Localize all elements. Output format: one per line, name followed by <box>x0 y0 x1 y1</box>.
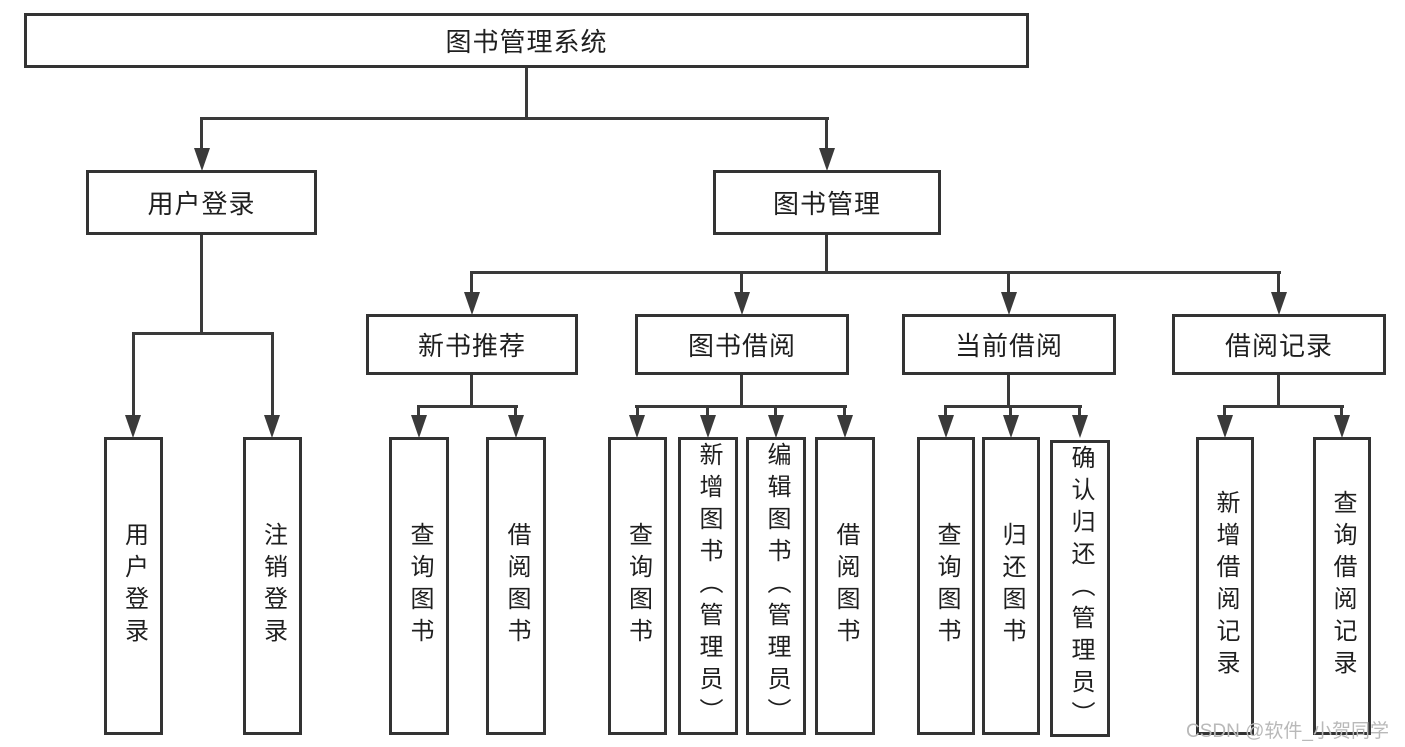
connector-stem-leaf-user-login <box>132 332 135 416</box>
connector-user-login-rail <box>132 332 274 335</box>
leaf-cb-query-book-label: 查询图书 <box>933 522 960 650</box>
leaf-br-query-record-label: 查询借阅记录 <box>1329 490 1356 682</box>
leaf-user-login-label: 用户登录 <box>120 522 148 650</box>
connector-stem-book-borrow <box>740 271 743 293</box>
arrowhead-book-management <box>819 148 835 171</box>
leaf-bb-borrow-book: 借阅图书 <box>815 437 875 735</box>
leaf-cb-confirm-return-admin-label: 确认归还（管理员） <box>1067 444 1094 733</box>
leaf-bb-add-book-admin: 新增图书（管理员） <box>678 437 738 735</box>
arrowhead-br-query <box>1334 415 1350 438</box>
leaf-cb-query-book: 查询图书 <box>917 437 975 735</box>
arrowhead-cb-query <box>938 415 954 438</box>
arrowhead-bb-query <box>629 415 645 438</box>
connector-stem-br-query <box>1340 405 1343 417</box>
connector-root-rail <box>200 117 829 120</box>
node-borrow-records: 借阅记录 <box>1172 314 1386 375</box>
leaf-cb-return-book: 归还图书 <box>982 437 1040 735</box>
connector-stem-bb-add <box>706 405 709 417</box>
leaf-bb-borrow-book-label: 借阅图书 <box>832 522 859 650</box>
arrowhead-new-book <box>464 292 480 315</box>
connector-root-stem <box>525 68 528 119</box>
leaf-logout: 注销登录 <box>243 437 302 735</box>
arrowhead-leaf-logout <box>264 415 280 438</box>
connector-stem-cb-query <box>944 405 947 417</box>
connector-stem-cb-return <box>1009 405 1012 417</box>
leaf-bb-query-book: 查询图书 <box>608 437 667 735</box>
arrowhead-current-borrow <box>1001 292 1017 315</box>
connector-book-management-rail <box>470 271 1281 274</box>
leaf-cb-return-book-label: 归还图书 <box>998 522 1025 650</box>
leaf-br-add-record: 新增借阅记录 <box>1196 437 1254 735</box>
node-root-system: 图书管理系统 <box>24 13 1029 68</box>
leaf-cb-confirm-return-admin: 确认归还（管理员） <box>1050 440 1110 737</box>
leaf-br-query-record: 查询借阅记录 <box>1313 437 1371 735</box>
connector-book-borrow-stem <box>740 375 743 407</box>
node-new-book-recommend: 新书推荐 <box>366 314 578 375</box>
leaf-bb-query-book-label: 查询图书 <box>624 522 652 650</box>
leaf-bb-add-book-admin-label: 新增图书（管理员） <box>695 442 722 730</box>
connector-user-login-stem <box>200 235 203 335</box>
leaf-nb-borrow-book: 借阅图书 <box>486 437 546 735</box>
arrowhead-bb-add <box>700 415 716 438</box>
connector-current-borrow-stem <box>1007 375 1010 407</box>
connector-stem-new-book <box>470 271 473 293</box>
node-book-management: 图书管理 <box>713 170 941 235</box>
arrowhead-cb-return <box>1003 415 1019 438</box>
leaf-nb-query-book: 查询图书 <box>389 437 449 735</box>
csdn-watermark: CSDN @软件_小贺同学 <box>1186 721 1389 742</box>
connector-new-book-rail <box>417 405 518 408</box>
connector-stem-cb-confirm <box>1078 405 1081 417</box>
leaf-user-login: 用户登录 <box>104 437 163 735</box>
node-book-borrow: 图书借阅 <box>635 314 849 375</box>
leaf-nb-query-book-label: 查询图书 <box>406 522 433 650</box>
arrowhead-user-login <box>194 148 210 171</box>
connector-current-borrow-rail <box>944 405 1082 408</box>
connector-stem-book-management <box>825 117 828 150</box>
arrowhead-nb-query <box>411 415 427 438</box>
arrowhead-bb-edit <box>768 415 784 438</box>
leaf-bb-edit-book-admin: 编辑图书（管理员） <box>746 437 806 735</box>
connector-book-management-stem <box>825 235 828 274</box>
node-user-login: 用户登录 <box>86 170 317 235</box>
leaf-nb-borrow-book-label: 借阅图书 <box>503 522 530 650</box>
arrowhead-leaf-user-login <box>125 415 141 438</box>
arrowhead-br-add <box>1217 415 1233 438</box>
arrowhead-nb-borrow <box>508 415 524 438</box>
connector-new-book-stem <box>470 375 473 407</box>
connector-stem-bb-edit <box>774 405 777 417</box>
leaf-bb-edit-book-admin-label: 编辑图书（管理员） <box>763 442 790 730</box>
arrowhead-borrow-records <box>1271 292 1287 315</box>
arrowhead-book-borrow <box>734 292 750 315</box>
connector-stem-bb-borrow <box>843 405 846 417</box>
connector-book-borrow-rail <box>635 405 847 408</box>
connector-stem-current-borrow <box>1007 271 1010 293</box>
connector-stem-borrow-records <box>1277 271 1280 293</box>
node-current-borrow: 当前借阅 <box>902 314 1116 375</box>
connector-stem-nb-borrow <box>514 405 517 417</box>
connector-stem-bb-query <box>636 405 639 417</box>
leaf-logout-label: 注销登录 <box>259 522 287 650</box>
connector-borrow-records-rail <box>1223 405 1344 408</box>
connector-stem-nb-query <box>417 405 420 417</box>
connector-stem-br-add <box>1223 405 1226 417</box>
leaf-br-add-record-label: 新增借阅记录 <box>1212 490 1239 682</box>
connector-stem-user-login <box>200 117 203 150</box>
arrowhead-bb-borrow <box>837 415 853 438</box>
connector-borrow-records-stem <box>1277 375 1280 407</box>
connector-stem-leaf-logout <box>271 332 274 416</box>
arrowhead-cb-confirm <box>1072 415 1088 438</box>
